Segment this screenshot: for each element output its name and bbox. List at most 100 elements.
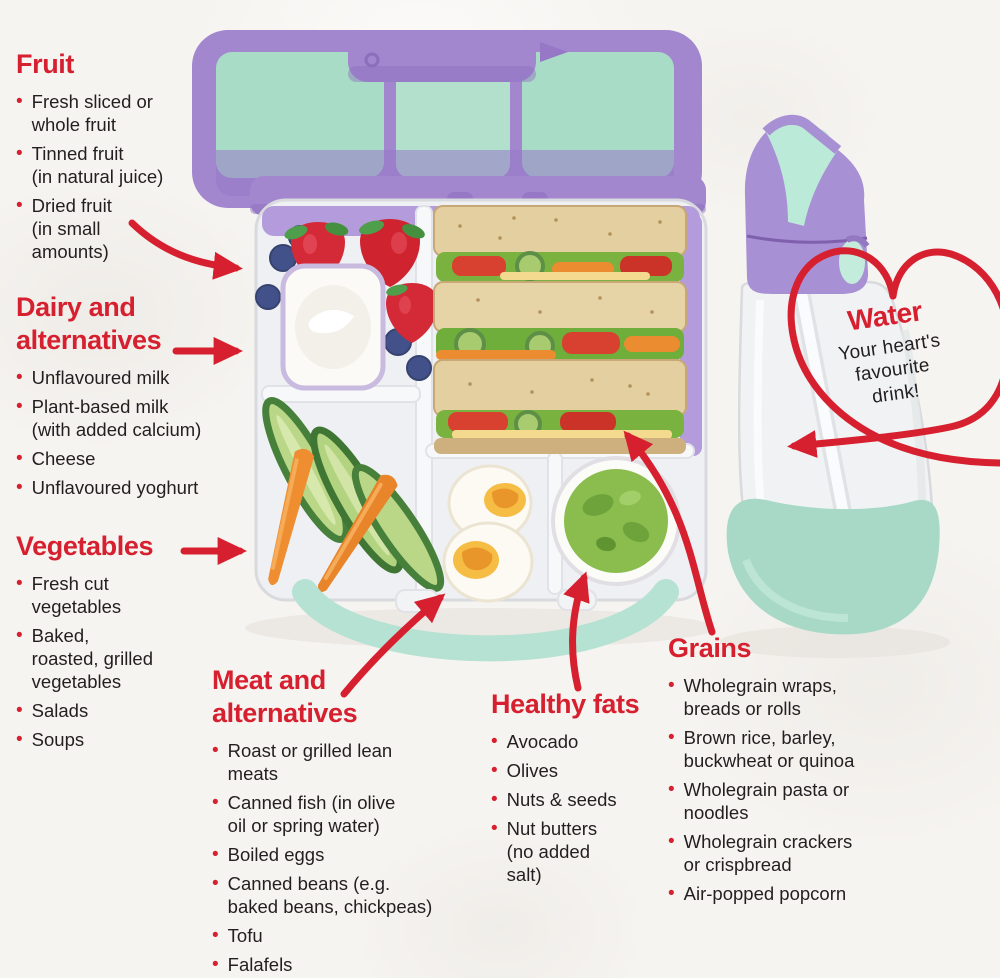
lid-latch [348, 34, 568, 82]
bullet-icon: • [668, 726, 675, 748]
section-grains-title: Grains [668, 633, 752, 663]
section-healthy-fats: Healthy fats •Avocado•Olives•Nuts & seed… [491, 688, 666, 892]
filling-top [436, 251, 684, 282]
heart-right-lobe-and-tail [787, 248, 1000, 458]
annotation-arrows [128, 219, 716, 698]
list-item-text: Fresh cut vegetables [31, 572, 122, 617]
list-item: •Avocado [491, 730, 666, 753]
list-item: • Cheese [16, 447, 246, 470]
bullet-icon: • [16, 476, 23, 498]
meat-arrow [340, 593, 446, 698]
list-item: • Wholegrain crackers or crispbread [668, 830, 918, 876]
section-vegetables-title: Vegetables [16, 531, 154, 561]
bullet-icon: • [16, 447, 23, 469]
list-item-text: Salads [31, 699, 89, 721]
bullet-icon: • [491, 759, 498, 781]
bullet-icon: • [212, 843, 219, 865]
section-fruit: Fruit • Fresh sliced or whole fruit • Tinne… [16, 48, 216, 269]
filling-bottom [436, 410, 684, 439]
list-item-text: Unflavoured milk [31, 366, 170, 388]
list-item: • Tinned fruit (in natural juice) [16, 142, 216, 188]
list-item: • Fresh sliced or whole fruit [16, 90, 216, 136]
list-item-text: Nuts & seeds [506, 788, 617, 810]
cut-vegetables [262, 397, 445, 593]
list-item-text: Air-popped popcorn [683, 882, 847, 904]
bottle-cap [744, 114, 870, 295]
bullet-icon: • [16, 728, 23, 750]
list-item: • Boiled eggs [212, 843, 482, 866]
list-item: • Roast or grilled lean meats [212, 739, 482, 785]
section-dairy: Dairy and alternatives • Unflavoured milk… [16, 291, 246, 505]
section-grains-list: •Wholegrain wraps, breads or rolls•Brown… [668, 674, 918, 905]
list-item: •Wholegrain pasta or noodles [668, 778, 918, 824]
strawberries [284, 219, 438, 343]
bullet-icon: • [212, 872, 219, 894]
section-meat: Meat and alternatives • Roast or grilled … [212, 664, 482, 978]
bullet-icon: • [16, 366, 23, 388]
list-item: • Brown rice, barley, buckwheat or quinoa [668, 726, 918, 772]
list-item-text: Avocado [506, 730, 579, 752]
list-item-text: Cheese [31, 447, 96, 469]
list-item-text: Canned beans (e.g. baked beans, chickpea… [227, 872, 433, 917]
bullet-icon: • [212, 791, 219, 813]
bread-speckles [458, 216, 662, 396]
list-item: •Baked, roasted, grilled vegetables [16, 624, 211, 693]
yoghurt-cup [280, 263, 386, 391]
section-healthy-fats-title: Healthy fats [491, 689, 640, 719]
list-item-text: Boiled eggs [227, 843, 325, 865]
berries-and-yoghurt [255, 219, 438, 391]
bullet-icon: • [668, 882, 675, 904]
list-item-text: Brown rice, barley, buckwheat or quinoa [683, 726, 855, 771]
list-item-text: Tofu [227, 924, 263, 946]
bullet-icon: • [668, 674, 675, 696]
bullet-icon: • [16, 142, 23, 164]
list-item-text: Fresh sliced or whole fruit [31, 90, 153, 135]
bullet-icon: • [16, 90, 23, 112]
grains-arrow [623, 430, 716, 636]
list-item: • Dried fruit (in small amounts) [16, 194, 216, 263]
fruit-arrow [128, 219, 243, 280]
bullet-icon: • [668, 830, 675, 852]
boiled-eggs [442, 464, 534, 603]
heart-left-lobe [787, 247, 1000, 467]
section-meat-title: Meat and alternatives [212, 665, 358, 728]
list-item-text: Wholegrain pasta or noodles [683, 778, 850, 823]
list-item-text: Soups [31, 728, 85, 750]
sandwich [433, 205, 687, 454]
section-vegetables-list: • Fresh cut vegetables •Baked, roasted, gr… [16, 572, 211, 751]
section-fruit-title: Fruit [16, 49, 74, 79]
section-dairy-list: • Unflavoured milk •Plant-based milk (with… [16, 366, 246, 499]
avocado-dip [551, 456, 681, 586]
list-item: • Tofu [212, 924, 482, 947]
list-item-text: Unflavoured yoghurt [31, 476, 199, 498]
bullet-icon: • [16, 194, 23, 216]
bullet-icon: • [212, 739, 219, 761]
section-healthy-fats-list: •Avocado • Olives •Nuts & seeds • Nut butters… [491, 730, 666, 886]
list-item-text: Falafels [227, 953, 293, 975]
list-item-text: Wholegrain crackers or crispbread [683, 830, 853, 875]
bullet-icon: • [212, 924, 219, 946]
list-item: •Plant-based milk (with added calcium) [16, 395, 246, 441]
list-item-text: Roast or grilled lean meats [227, 739, 393, 784]
list-item: •Wholegrain wraps, breads or rolls [668, 674, 918, 720]
list-item: • Canned fish (in olive oil or spring wat… [212, 791, 482, 837]
bullet-icon: • [16, 572, 23, 594]
list-item-text: Dried fruit (in small amounts) [31, 194, 112, 262]
bullet-icon: • [491, 817, 498, 839]
section-fruit-list: • Fresh sliced or whole fruit • Tinned frui… [16, 90, 216, 263]
section-dairy-title: Dairy and alternatives [16, 292, 162, 355]
list-item: •Salads [16, 699, 211, 722]
list-item: • Falafels [212, 953, 482, 976]
list-item-text: Tinned fruit (in natural juice) [31, 142, 164, 187]
list-item: • Unflavoured milk [16, 366, 246, 389]
list-item: • Nut butters (no added salt) [491, 817, 666, 886]
section-meat-list: • Roast or grilled lean meats • Canned fish… [212, 739, 482, 976]
list-item: •Nuts & seeds [491, 788, 666, 811]
list-item: • Unflavoured yoghurt [16, 476, 246, 499]
section-vegetables: Vegetables • Fresh cut vegetables •Baked, … [16, 530, 211, 757]
list-item-text: Olives [506, 759, 559, 781]
bullet-icon: • [212, 953, 219, 975]
list-item-text: Canned fish (in olive oil or spring wate… [227, 791, 396, 836]
list-item-text: Nut butters (no added salt) [506, 817, 598, 885]
